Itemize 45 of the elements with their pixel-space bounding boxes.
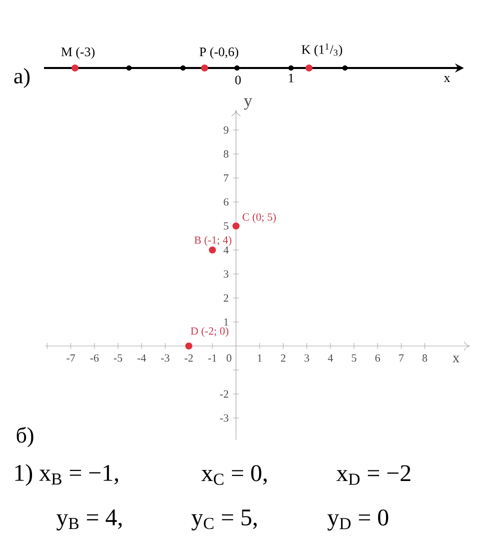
tick-label: 1 — [258, 354, 262, 362]
tick-label: 9 — [224, 126, 228, 134]
axis-label: x — [444, 76, 450, 82]
tick-label: 8 — [422, 354, 428, 362]
axis-label: y — [244, 98, 252, 110]
tick-label: -5 — [114, 354, 122, 362]
formula: y$_{B}$ = 4, — [56, 510, 122, 530]
tick-label: -4 — [137, 354, 146, 362]
formula: y$_{C}$ = 5, — [192, 510, 257, 530]
formula: y$_{D}$ = 0 — [328, 509, 388, 531]
tick-label: 3 — [224, 270, 228, 278]
tick-label: 6 — [224, 198, 228, 206]
tick-label: 0 — [226, 354, 232, 362]
tick-label: -3 — [161, 354, 170, 362]
tick-label: 1 — [288, 74, 294, 82]
tick-label: 3 — [304, 354, 310, 362]
tick-label: 8 — [224, 150, 228, 158]
formula: 1) x$_{B}$ = −1, — [15, 464, 118, 486]
tick-label: 4 — [224, 246, 229, 254]
tick-label: -7 — [66, 354, 76, 362]
tick-label: 1 — [224, 318, 228, 326]
tick-label: -2 — [220, 390, 228, 398]
axis-label: x — [452, 356, 460, 362]
tick-label: 2 — [224, 294, 228, 302]
part-label: б) — [16, 426, 34, 448]
formula: x$_{D}$ = −2 — [336, 465, 410, 485]
tick-label: 4 — [328, 354, 333, 362]
point-label: B (-1; 4) — [194, 236, 232, 246]
tick-label: 0 — [235, 76, 241, 84]
point-label: C (0; 5) — [242, 213, 276, 223]
part-label: а) — [14, 68, 30, 88]
tick-label: 5 — [224, 222, 228, 230]
tick-label: 6 — [375, 354, 380, 362]
tick-label: 2 — [280, 354, 286, 362]
point-label: K (1$^{1}$/$_{3}$) — [302, 43, 342, 57]
tick-label: -6 — [90, 354, 99, 362]
tick-label: 5 — [352, 354, 356, 362]
tick-label: 7 — [399, 354, 404, 362]
point-label: P (-0,6) — [200, 47, 238, 59]
point-label: M (-3) — [61, 47, 95, 59]
tick-label: -1 — [208, 354, 216, 362]
tick-label: -3 — [220, 414, 228, 422]
tick-label: 7 — [224, 174, 228, 182]
point-label: D (-2; 0) — [190, 327, 228, 337]
formula: x$_{C}$ = 0, — [201, 465, 267, 485]
